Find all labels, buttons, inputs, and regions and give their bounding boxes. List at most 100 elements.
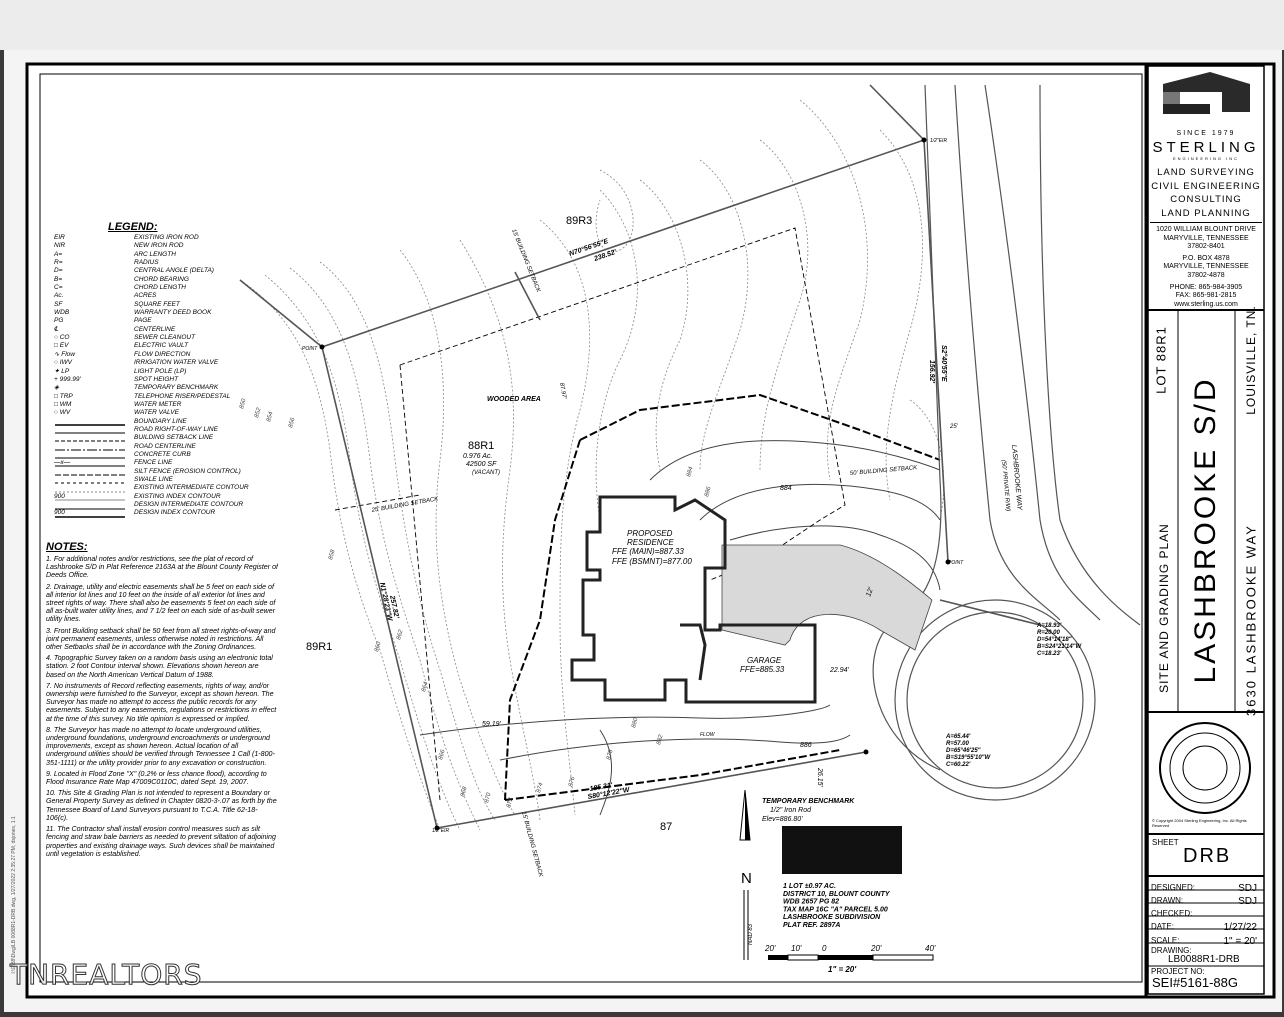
north-arrow [739,789,751,960]
legend-symbol: ○ IWV [54,359,73,367]
contour-label: 886 [704,486,713,498]
legend-label: WATER METER [134,400,182,408]
dim-59: 59.19' [482,721,502,728]
contour-label: 850 [239,398,248,410]
legend-symbol: □ EV [54,342,69,350]
setback-label-25: 25' [949,424,959,430]
contour-label: 884 [780,485,792,492]
legend-symbol: 900 [54,492,65,500]
curve2-data: C=60.22' [946,762,971,768]
site-address-title: 3630 LASHBROOKE WAY [1243,524,1259,716]
designed-value: SDJ [1238,883,1257,894]
legend-label: IRRIGATION WATER VALVE [134,359,219,367]
legend-symbol: ✦ LP [54,367,70,375]
legend-symbol: R= [54,259,63,267]
legend-item: —x—FENCE LINE [50,459,280,467]
legend-symbol: ○ CO [54,334,70,342]
road [872,84,1141,801]
contour-label: 876 [568,776,577,788]
legend-symbol [50,468,134,476]
lot-area-sf: 42500 SF [466,461,497,468]
legend-label: DESIGN INDEX CONTOUR [134,509,216,517]
nad-label: NAD 83 [748,923,754,945]
address-line: MARYVILLE, TENNESSEE [1163,234,1249,242]
title-block-frame [1147,65,1265,995]
plan-type-title: SITE AND GRADING PLAN [1157,523,1171,693]
contour-label: 854 [266,411,275,423]
contour-label: 856 [288,417,297,429]
lot-label-89r3: 89R3 [566,215,592,227]
legend-label: FENCE LINE [134,459,173,467]
subdivision-title: LASHBROOKE S/D [1189,376,1222,684]
curve1-data: C=18.23' [1037,651,1062,657]
date-value: 1/27/22 [1223,922,1257,933]
legend-item: 900 EXISTING INDEX CONTOUR [50,493,280,501]
address-line: PHONE: 865-984-3905 [1169,283,1243,291]
curve1-data: R=20.00 [1037,630,1061,636]
professional-seal [1159,722,1251,814]
legend-item: EXISTING INTERMEDIATE CONTOUR [50,484,280,492]
legend-item: ROAD RIGHT-OF-WAY LINE [50,426,280,434]
legend-item: BUILDING SETBACK LINE [50,434,280,442]
service-item: LAND PLANNING [1161,207,1251,219]
scale-label: 0 [822,944,827,953]
iron-rod-marker [945,559,951,565]
drawn-label: DRAWN: [1151,896,1184,905]
legend-item: D=CENTRAL ANGLE (DELTA) [50,267,280,275]
watermark: TNREALTORS [9,958,203,992]
point-label-se: POINT [948,560,964,566]
legend-symbol: ○ WV [54,409,71,417]
address-line: MARYVILLE, TENNESSEE [1163,263,1249,271]
designed-label: DESIGNED: [1151,883,1196,892]
distance-east: 156.92' [928,360,935,383]
contour-label: 872 [506,797,515,809]
since-text: SINCE 1979 [1176,130,1236,137]
legend-symbol: NIR [54,242,66,250]
notes-panel: NOTES: 1. For additional notes and/or re… [46,541,278,981]
legend-label: TEMPORARY BENCHMARK [134,384,219,392]
legend-symbol: ◈ [54,384,59,392]
file-path-text: I:\G\88\Dwg\LB 0088R1-DRB.dwg, 1/27/2022… [11,816,17,974]
legend-item: ○ WV WATER VALVE [50,409,280,417]
date-label: DATE: [1151,922,1174,931]
legend-symbol [50,476,134,484]
bearing-east: S2°40'55"E [940,345,948,382]
benchmark-title: TEMPORARY BENCHMARK [762,798,855,805]
legend-label: BOUNDARY LINE [134,417,187,425]
contour-label: 868 [460,786,469,798]
contour-label: 874 [536,782,545,794]
benchmark-elev: Elev=886.80' [762,816,803,823]
legend-item: SILT FENCE (EROSION CONTROL) [50,468,280,476]
contour-label: 878 [606,749,615,761]
contour-label: 882 [656,734,665,746]
north-label: N [741,870,752,887]
legend-item: B=CHORD BEARING [50,276,280,284]
lot-info-line: PLAT REF. 2897A [783,922,840,929]
legend-symbol [50,418,134,426]
legend-label: RADIUS [134,259,159,267]
garage-label: GARAGE [747,656,782,665]
legend-item: ℄CENTERLINE [50,326,280,334]
company-name: STERLING [1152,139,1260,156]
legend-label: WATER VALVE [134,409,179,417]
dim-87: 87.97' [558,382,567,400]
sheet-label: SHEET [1152,838,1179,847]
address-line: 37802-8401 [1187,243,1225,251]
scale-label: SCALE: [1151,936,1180,945]
lot-vacant: (VACANT) [472,470,500,476]
title-block-company: SINCE 1979 STERLING ENGINEERING INC LAND… [1150,130,1262,309]
legend-label: SWALE LINE [134,475,173,483]
service-item: CIVIL ENGINEERING [1151,180,1261,192]
legend-item: BOUNDARY LINE [50,418,280,426]
legend-label: EXISTING INDEX CONTOUR [134,492,221,500]
legend-item: DESIGN INTERMEDIATE CONTOUR [50,501,280,509]
drawing-label: DRAWING: [1151,946,1192,955]
legend-label: ELECTRIC VAULT [134,342,189,350]
legend-label: EXISTING INTERMEDIATE CONTOUR [134,484,249,492]
setback-label-east: 50' BUILDING SETBACK [850,465,919,477]
